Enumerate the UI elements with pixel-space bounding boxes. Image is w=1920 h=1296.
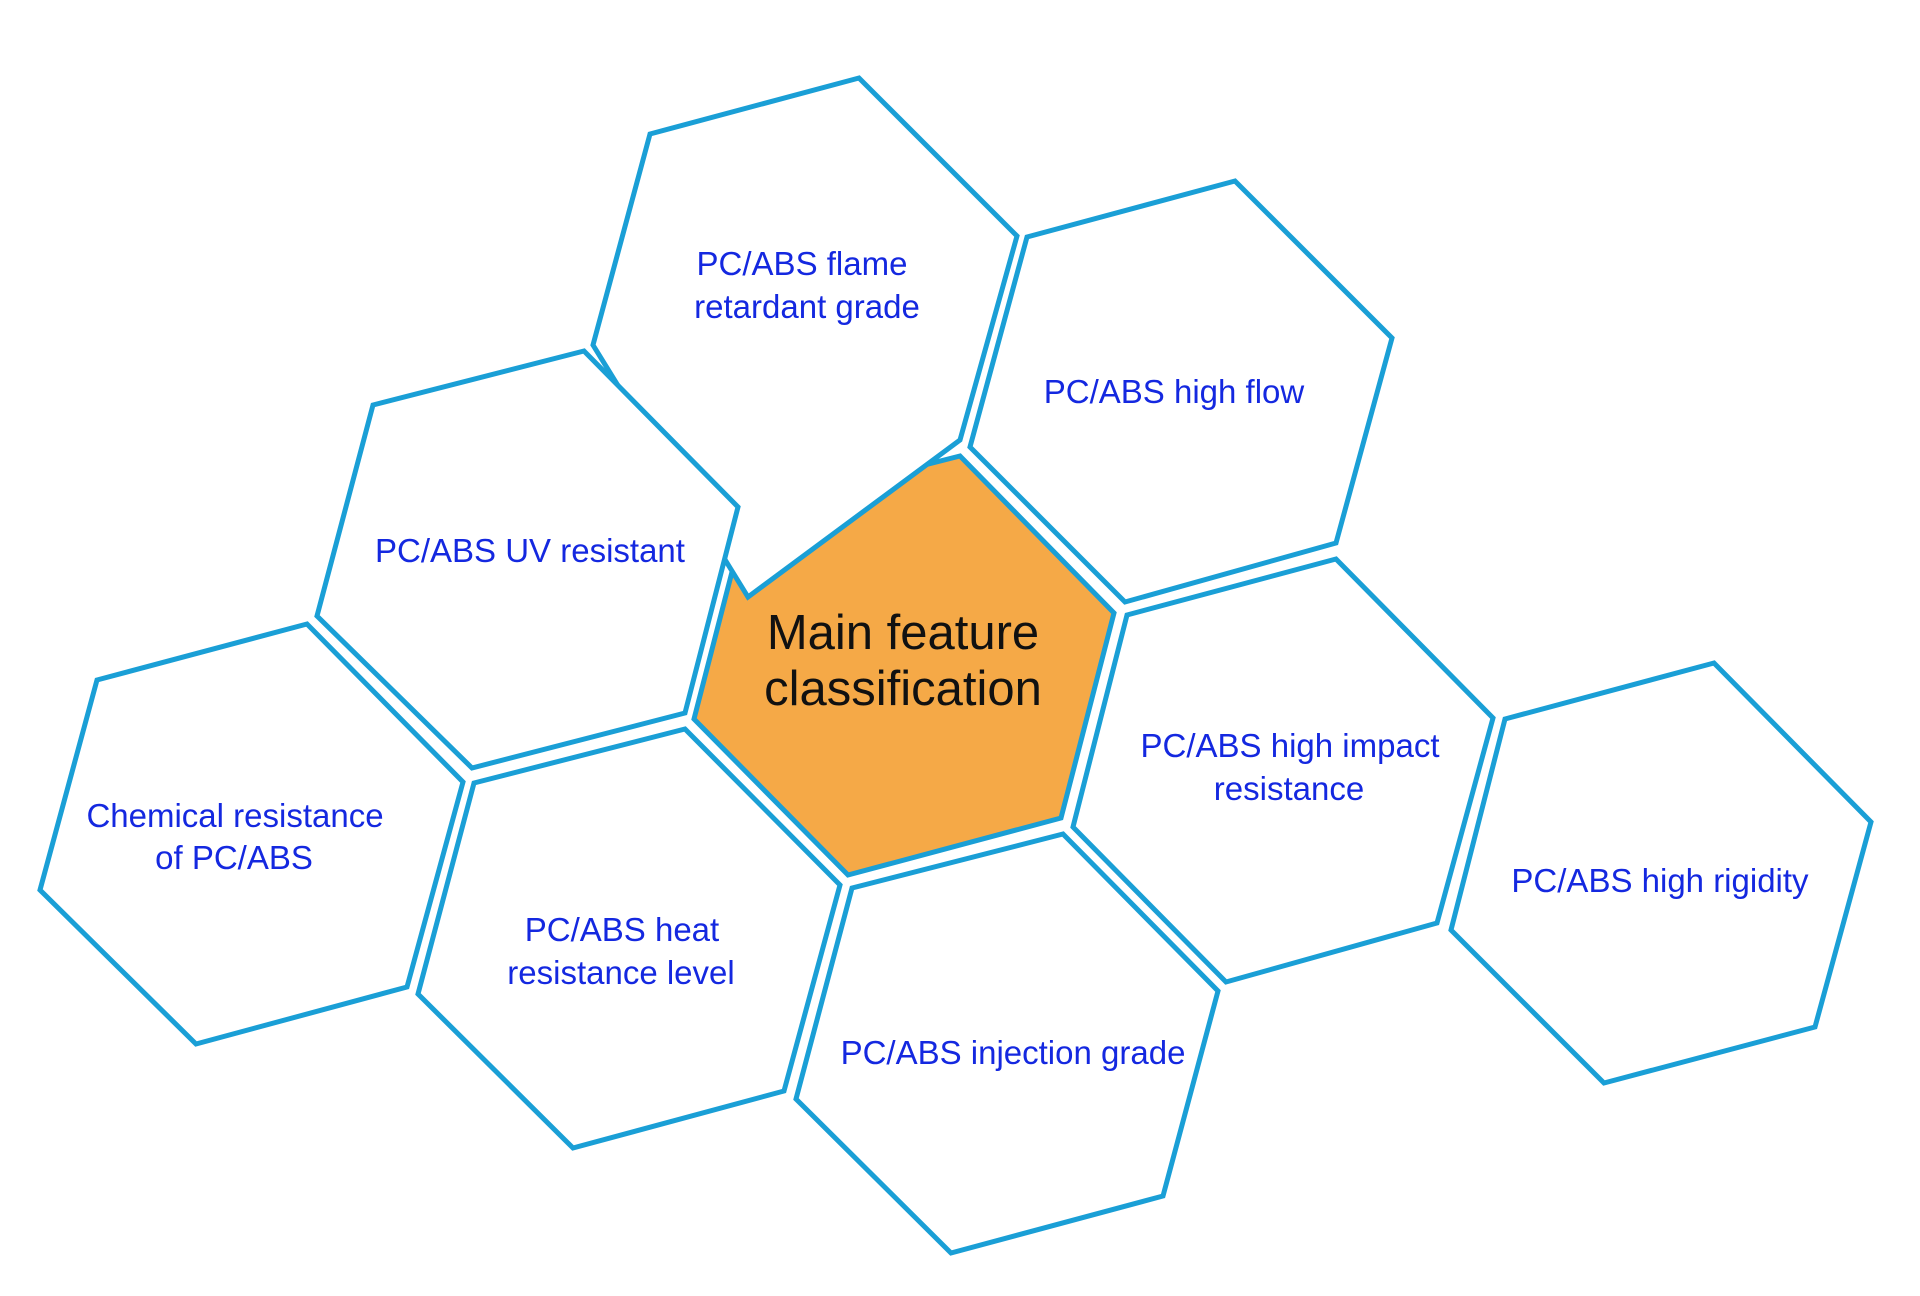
hex-injection-grade-shape (793, 831, 1221, 1256)
label-flame-retardant-line-2: retardant grade (694, 288, 920, 325)
label-uv-resistant: PC/ABS UV resistant (375, 532, 685, 569)
hex-uv-resistant: PC/ABS UV resistant (314, 348, 741, 771)
label-flame-retardant-line-1: PC/ABS flame (697, 245, 908, 282)
hex-chemical-resistance: Chemical resistance of PC/ABS (37, 621, 466, 1047)
hex-high-impact-shape (1070, 556, 1496, 985)
label-high-impact-line-2: resistance (1214, 770, 1364, 807)
label-high-flow: PC/ABS high flow (1044, 373, 1305, 410)
hex-injection-grade: PC/ABS injection grade (793, 831, 1221, 1256)
hex-high-flow-shape (967, 178, 1395, 605)
label-heat-resistance-line-2: resistance level (507, 954, 734, 991)
label-heat-resistance-line-1: PC/ABS heat (525, 911, 719, 948)
hex-uv-resistant-shape (314, 348, 741, 771)
label-high-rigidity: PC/ABS high rigidity (1511, 862, 1809, 899)
hex-high-rigidity-shape (1448, 660, 1874, 1086)
label-high-impact-line-1: PC/ABS high impact (1141, 727, 1440, 764)
hex-high-impact: PC/ABS high impact resistance (1070, 556, 1496, 985)
hex-heat-resistance-shape (415, 726, 843, 1151)
hex-high-rigidity: PC/ABS high rigidity (1448, 660, 1874, 1086)
label-chemical-resistance-line-2: of PC/ABS (155, 839, 313, 876)
center-label-line-1: Main feature (767, 606, 1039, 660)
label-injection-grade: PC/ABS injection grade (841, 1034, 1186, 1071)
hex-heat-resistance: PC/ABS heat resistance level (415, 726, 843, 1151)
hex-chemical-resistance-shape (37, 621, 466, 1047)
label-chemical-resistance-line-1: Chemical resistance (86, 797, 383, 834)
hex-high-flow: PC/ABS high flow (967, 178, 1395, 605)
center-label-line-2: classification (764, 662, 1042, 716)
